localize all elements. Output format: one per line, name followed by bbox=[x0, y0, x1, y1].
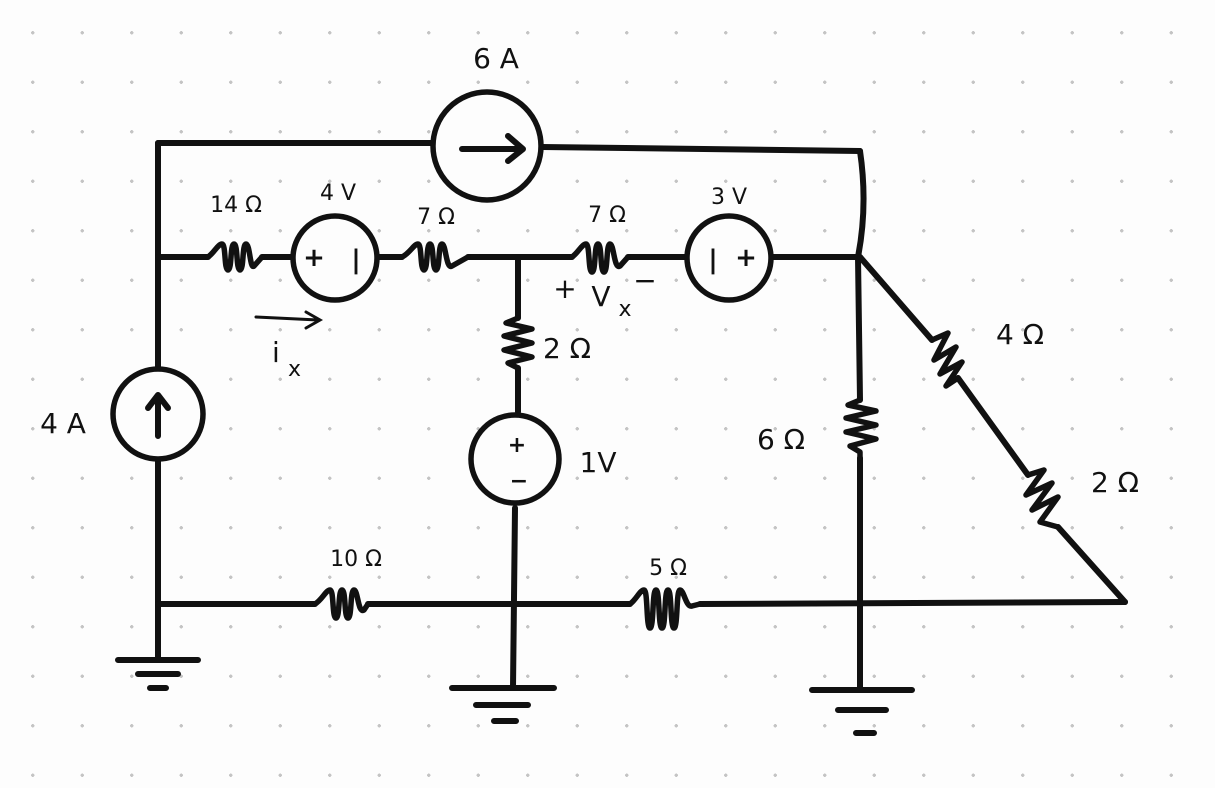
voltage-source-1v: + − bbox=[468, 412, 562, 506]
v1-minus-sign: − bbox=[510, 469, 528, 494]
label-1v: 1V bbox=[580, 446, 617, 479]
resistor-7-ohm-left bbox=[399, 241, 471, 273]
ix-arrow bbox=[254, 310, 324, 330]
label-4-ohm: 4 Ω bbox=[996, 318, 1044, 351]
resistor-14-ohm bbox=[205, 241, 265, 273]
ground-right bbox=[809, 687, 915, 736]
v3-minus-sign: | bbox=[708, 245, 718, 275]
v3-plus-sign: + bbox=[735, 243, 757, 273]
ground-left bbox=[115, 657, 201, 691]
resistor-2-ohm-vertical bbox=[501, 315, 535, 371]
label-4v: 4 V bbox=[320, 181, 356, 206]
resistors bbox=[205, 241, 1061, 631]
resistor-7-ohm-right bbox=[569, 241, 631, 275]
label-7-ohm-right: 7 Ω bbox=[588, 203, 626, 228]
label-3v: 3 V bbox=[711, 185, 747, 210]
v4-minus-sign: | bbox=[351, 245, 361, 275]
voltage-source-4v: + | bbox=[290, 213, 380, 303]
label-10-ohm: 10 Ω bbox=[330, 547, 382, 572]
resistor-5-ohm bbox=[627, 587, 703, 631]
ground-middle bbox=[449, 685, 557, 724]
current-source-4a bbox=[110, 366, 206, 462]
v1-plus-sign: + bbox=[508, 433, 526, 458]
label-5-ohm: 5 Ω bbox=[649, 556, 687, 581]
label-vx-minus: − bbox=[633, 264, 656, 297]
label-6-ohm: 6 Ω bbox=[757, 423, 805, 456]
wires bbox=[155, 140, 1128, 693]
label-vx-subscript: x bbox=[618, 297, 631, 322]
resistor-4-ohm bbox=[929, 330, 965, 389]
label-14-ohm: 14 Ω bbox=[210, 193, 262, 218]
label-4a: 4 A bbox=[40, 407, 86, 440]
label-6a: 6 A bbox=[473, 42, 519, 75]
labels: 6 A 4 A 14 Ω 4 V 7 Ω 7 Ω 3 V 4 Ω 2 Ω 6 Ω… bbox=[40, 42, 1139, 581]
label-ix-subscript: x bbox=[288, 357, 301, 382]
resistor-6-ohm bbox=[843, 397, 879, 461]
resistor-10-ohm bbox=[312, 587, 371, 621]
label-vx: V bbox=[591, 280, 610, 313]
label-vx-plus: + bbox=[553, 272, 576, 305]
resistor-2-ohm-diagonal bbox=[1023, 467, 1061, 530]
v4-plus-sign: + bbox=[303, 243, 325, 273]
voltage-source-3v: | + bbox=[684, 213, 774, 303]
current-source-6a bbox=[430, 89, 544, 203]
label-7-ohm-left: 7 Ω bbox=[417, 205, 455, 230]
label-2-ohm-diagonal: 2 Ω bbox=[1091, 466, 1139, 499]
label-ix: i bbox=[272, 336, 280, 369]
label-2-ohm-vertical: 2 Ω bbox=[543, 332, 591, 365]
